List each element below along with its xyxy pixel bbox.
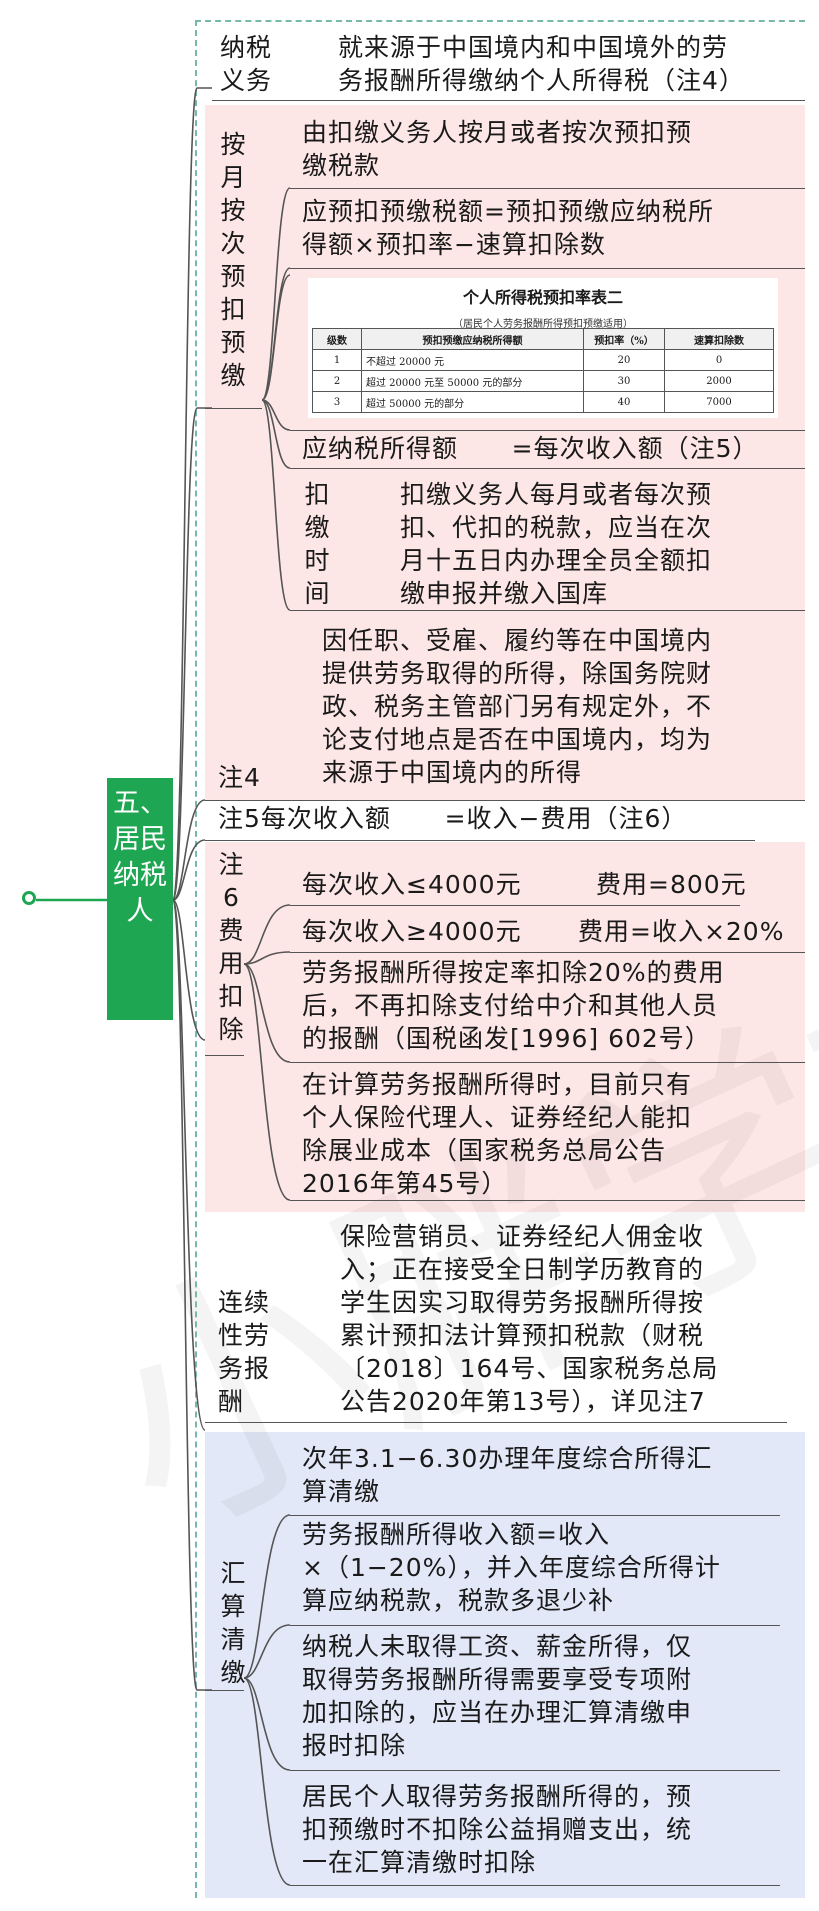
settle-node-2: 劳务报酬所得收入额=收入 ×（1−20%），并入年度综合所得计 算应纳税款，税款… (302, 1520, 721, 1615)
note6-node-2a: 每次收入≥4000元 (302, 917, 522, 946)
note6-section-bg (205, 842, 805, 1212)
table-cell: 3 (312, 391, 362, 413)
table-cell: 2000 (664, 370, 774, 392)
settle-node-4: 居民个人取得劳务报酬所得的，预 扣预缴时不扣除公益捐赠支出，统 一在汇算清缴时扣… (302, 1782, 693, 1877)
settle-section-bg (205, 1432, 805, 1898)
table-header: 级数 (312, 328, 362, 350)
prepay-node-2: 应预扣预缴税额=预扣预缴应纳税所 得额×预扣率−速算扣除数 (302, 197, 714, 259)
tax-table-grid: 级数 预扣预缴应纳税所得额 预扣率（%） 速算扣除数 1 不超过 20000 元… (312, 328, 774, 413)
note6-node-3: 劳务报酬所得按定率扣除20%的费用 后，不再扣除支付给中介和其他人员 的报酬（国… (302, 958, 725, 1053)
table-cell: 40 (583, 391, 665, 413)
settle-node-1: 次年3.1−6.30办理年度综合所得汇 算清缴 (302, 1444, 713, 1506)
deadline-text: 扣缴义务人每月或者每次预 扣、代扣的税款，应当在次 月十五日内办理全员全额扣 缴… (400, 480, 713, 608)
tax-table-title: 个人所得税预扣率表二 (462, 288, 623, 307)
tax-table-subtitle: （居民个人劳务报酬所得预扣预缴适用） (453, 319, 633, 330)
root-dot (22, 891, 36, 905)
table-cell: 超过 20000 元至 50000 元的部分 (361, 370, 584, 392)
root-node: 五、居民纳税人 (107, 778, 173, 1020)
table-cell: 0 (664, 349, 774, 371)
table-cell: 超过 50000 元的部分 (361, 391, 584, 413)
table-header: 速算扣除数 (664, 328, 774, 350)
table-cell: 20 (583, 349, 665, 371)
table-cell: 30 (583, 370, 665, 392)
tax-rate-table: 个人所得税预扣率表二 （居民个人劳务报酬所得预扣预缴适用） 级数 预扣预缴应纳税… (308, 278, 778, 418)
table-row: 2 超过 20000 元至 50000 元的部分 30 2000 (312, 370, 774, 392)
settle-label: 汇算清缴 (220, 1559, 246, 1687)
prepay-label: 按月按次预扣预缴 (220, 130, 246, 390)
table-cell: 7000 (664, 391, 774, 413)
prepay-section-bg (205, 105, 805, 800)
note4-text: 因任职、受雇、履约等在中国境内 提供劳务取得的所得，除国务院财 政、税务主管部门… (322, 626, 713, 787)
continuous-label: 连续 性劳 务报 酬 (218, 1288, 271, 1416)
prepay-node-3: 应纳税所得额 =每次收入额（注5） (302, 434, 759, 463)
note4-label: 注4 (218, 763, 261, 792)
table-cell: 1 (312, 349, 362, 371)
table-row: 3 超过 50000 元的部分 40 7000 (312, 391, 774, 413)
note6-node-4: 在计算劳务报酬所得时，目前只有 个人保险代理人、证券经纪人能扣 除展业成本（国家… (302, 1070, 693, 1198)
continuous-text: 保险营销员、证券经纪人佣金收 入；正在接受全日制学历教育的 学生因实习取得劳务报… (340, 1222, 719, 1416)
dashed-frame (195, 20, 805, 1898)
note6-node-1a: 每次收入≤4000元 (302, 870, 522, 899)
table-cell: 不超过 20000 元 (361, 349, 584, 371)
obligation-text: 就来源于中国境内和中国境外的劳 务报酬所得缴纳个人所得税（注4） (338, 33, 745, 95)
table-cell: 2 (312, 370, 362, 392)
note6-label: 注6费用扣除 (218, 850, 244, 1044)
table-header-row: 级数 预扣预缴应纳税所得额 预扣率（%） 速算扣除数 (312, 328, 774, 350)
table-header: 预扣率（%） (583, 328, 665, 350)
table-header: 预扣预缴应纳税所得额 (361, 328, 584, 350)
prepay-node-1: 由扣缴义务人按月或者按次预扣预 缴税款 (302, 118, 693, 180)
table-row: 1 不超过 20000 元 20 0 (312, 349, 774, 371)
note6-node-2b: 费用=收入×20% (578, 917, 785, 946)
deadline-label: 扣缴时间 (304, 480, 330, 608)
obligation-label: 纳税 义务 (220, 33, 273, 95)
settle-node-3: 纳税人未取得工资、薪金所得，仅 取得劳务报酬所得需要享受专项附 加扣除的，应当在… (302, 1632, 693, 1760)
note6-node-1b: 费用=800元 (596, 870, 747, 899)
note5-node: 注5每次收入额 =收入−费用（注6） (218, 804, 688, 833)
